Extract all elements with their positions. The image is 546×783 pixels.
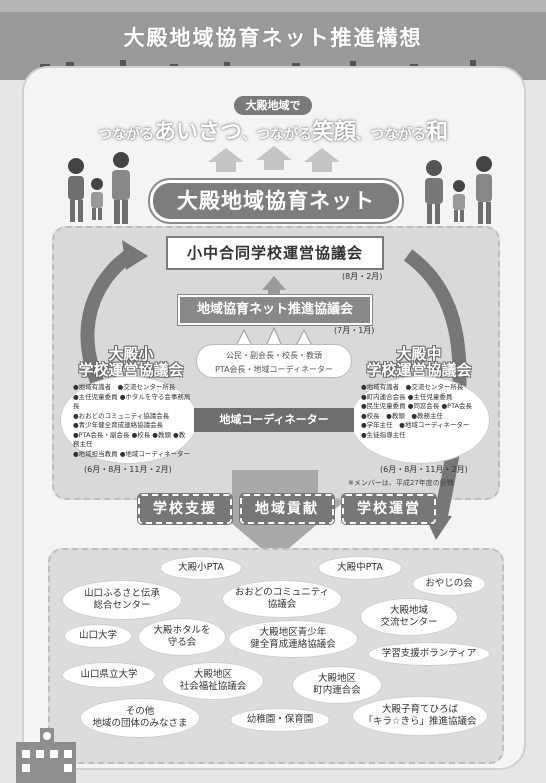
network-banner: 大殿地域協育ネット [150, 180, 402, 222]
member-note: ※メンバーは、平成27年度の役職 [348, 479, 454, 487]
left-council-period: (6月・8月・11月・2月) [84, 465, 172, 474]
right-member-item: ●校長 ●教頭 ●教務主任 [361, 411, 444, 420]
right-member-item: ●学年主任 ●地域コーディネーター [361, 421, 470, 429]
right-council-period: (6月・8月・11月・2月) [380, 465, 468, 474]
right-member-item: ●生徒指導主任 [361, 430, 406, 439]
right-council-school: 大殿中 [396, 345, 442, 363]
org-bubble: 大殿ホタルを 守る会 [138, 618, 226, 656]
right-member-list: ●地域有識者 ●交流センター所長 ●町内連合会長 ●主任児童委員 ●民生児童委員… [361, 383, 483, 440]
left-council-members: ●地域有識者 ●交流センター所長 ●主任児童委員 ●ホタルを守る会事務局長 ●お… [60, 376, 198, 464]
school-building-icon [16, 728, 76, 783]
left-arrowhead-icon [122, 240, 148, 270]
right-member-item: ●町内連合会長 ●主任児童委員 [361, 392, 453, 401]
left-member-list: ●地域有識者 ●交流センター所長 ●主任児童委員 ●ホタルを守る会事務局長 ●お… [73, 383, 191, 459]
slogan: つながるあいさつ、つながる笑顔、つながる和 [60, 114, 486, 146]
slogan-emphasis: 和 [426, 120, 449, 145]
area-badge: 大殿地域で [234, 96, 312, 115]
right-council-members: ●地域有識者 ●交流センター所長 ●町内連合会長 ●主任児童委員 ●民生児童委員… [350, 376, 490, 464]
up-arrow-joint-icon [262, 276, 286, 295]
org-bubble: おおどのコミュニティ 協議会 [222, 580, 342, 618]
org-bubble: 学習支援ボランティア [368, 642, 490, 666]
family-right-icon [425, 156, 492, 224]
org-bubble: 大殿地区 町内連合会 [292, 666, 382, 704]
org-bubble: 幼稚園・保育園 [230, 708, 330, 732]
left-council-title: 大殿小 学校運営協議会 [76, 346, 186, 378]
left-member-item: ●青少年健全育成連絡協議会長 [73, 421, 164, 429]
joint-council-box: 小中合同学校運営協議会 [166, 236, 384, 270]
right-member-item: ●地域有識者 ●交流センター所長 [361, 383, 464, 391]
pill-school-management: 学校運営 [341, 493, 437, 525]
left-member-item: ●PTA会長・副会長 ●校長 ●教頭 ●教務主任 [73, 430, 186, 449]
slogan-emphasis: 笑顔 [311, 120, 356, 145]
joint-council-period: (8月・2月) [342, 272, 383, 281]
joint-council-label: 小中合同学校運営協議会 [186, 244, 363, 262]
org-bubble: 大殿地区 社会福祉協議会 [162, 662, 264, 700]
coordinator-box: 地域コーディネーター [194, 408, 354, 432]
slogan-emphasis: あいさつ [153, 120, 242, 145]
left-member-item: ●地域有識者 ●交流センター所長 [73, 383, 176, 391]
right-council-title: 大殿中 学校運営協議会 [364, 346, 474, 378]
slogan-part: 、つながる [356, 127, 426, 143]
promotion-council-box: 地域協育ネット推進協議会 [177, 294, 373, 326]
member-roles-line: 公民・副会長・校長・教頭 [226, 351, 322, 360]
org-bubble: その他 地域の団体のみなさま [80, 698, 200, 738]
slogan-part: 、つながる [241, 127, 312, 143]
left-council-school: 大殿小 [108, 345, 154, 363]
right-member-item: ●民生児童委員 ●同窓会長 ●PTA会長 [361, 402, 472, 410]
org-bubble: 大殿中PTA [318, 556, 402, 580]
pill-school-support: 学校支援 [137, 493, 233, 525]
promotion-council-period: (7月・1月) [334, 326, 375, 335]
left-member-item: ●主任児童委員 ●ホタルを守る会事務局長 [73, 392, 191, 411]
family-left-icon [68, 152, 130, 224]
right-cycle-arrow-icon [403, 249, 467, 522]
slogan-part: つながる [97, 127, 154, 143]
left-council-name: 学校運営協議会 [78, 361, 184, 379]
org-bubble: 大殿地域 交流センター [360, 598, 458, 636]
org-bubble: 大殿小PTA [160, 556, 242, 580]
page-title: 大殿地域協育ネット推進構想 [123, 26, 423, 50]
left-member-item: ●おおどのコミュニティ協議会長 [73, 411, 170, 420]
org-bubble: おやじの会 [412, 572, 486, 596]
member-roles-bubble: 公民・副会長・校長・教頭 PTA会長・地域コーディネーター [196, 344, 352, 378]
org-bubble: 大殿子育てひろば 「キラ☆きら」推進協議会 [352, 696, 488, 736]
pill-community-contribution: 地域貢献 [239, 493, 335, 525]
org-bubble: 山口ふるさと伝承 総合センター [62, 580, 182, 620]
up-arrows-icon [208, 146, 340, 172]
left-member-item: ●地域担当教員 ●地域コーディネーター [73, 449, 190, 458]
org-bubble: 山口県立大学 [62, 662, 156, 688]
right-council-name: 学校運営協議会 [366, 361, 472, 379]
org-bubble: 大殿地区青少年 健全育成連絡協議会 [228, 620, 358, 658]
member-roles-line: PTA会長・地域コーディネーター [214, 365, 333, 374]
org-bubble: 山口大学 [64, 624, 132, 648]
